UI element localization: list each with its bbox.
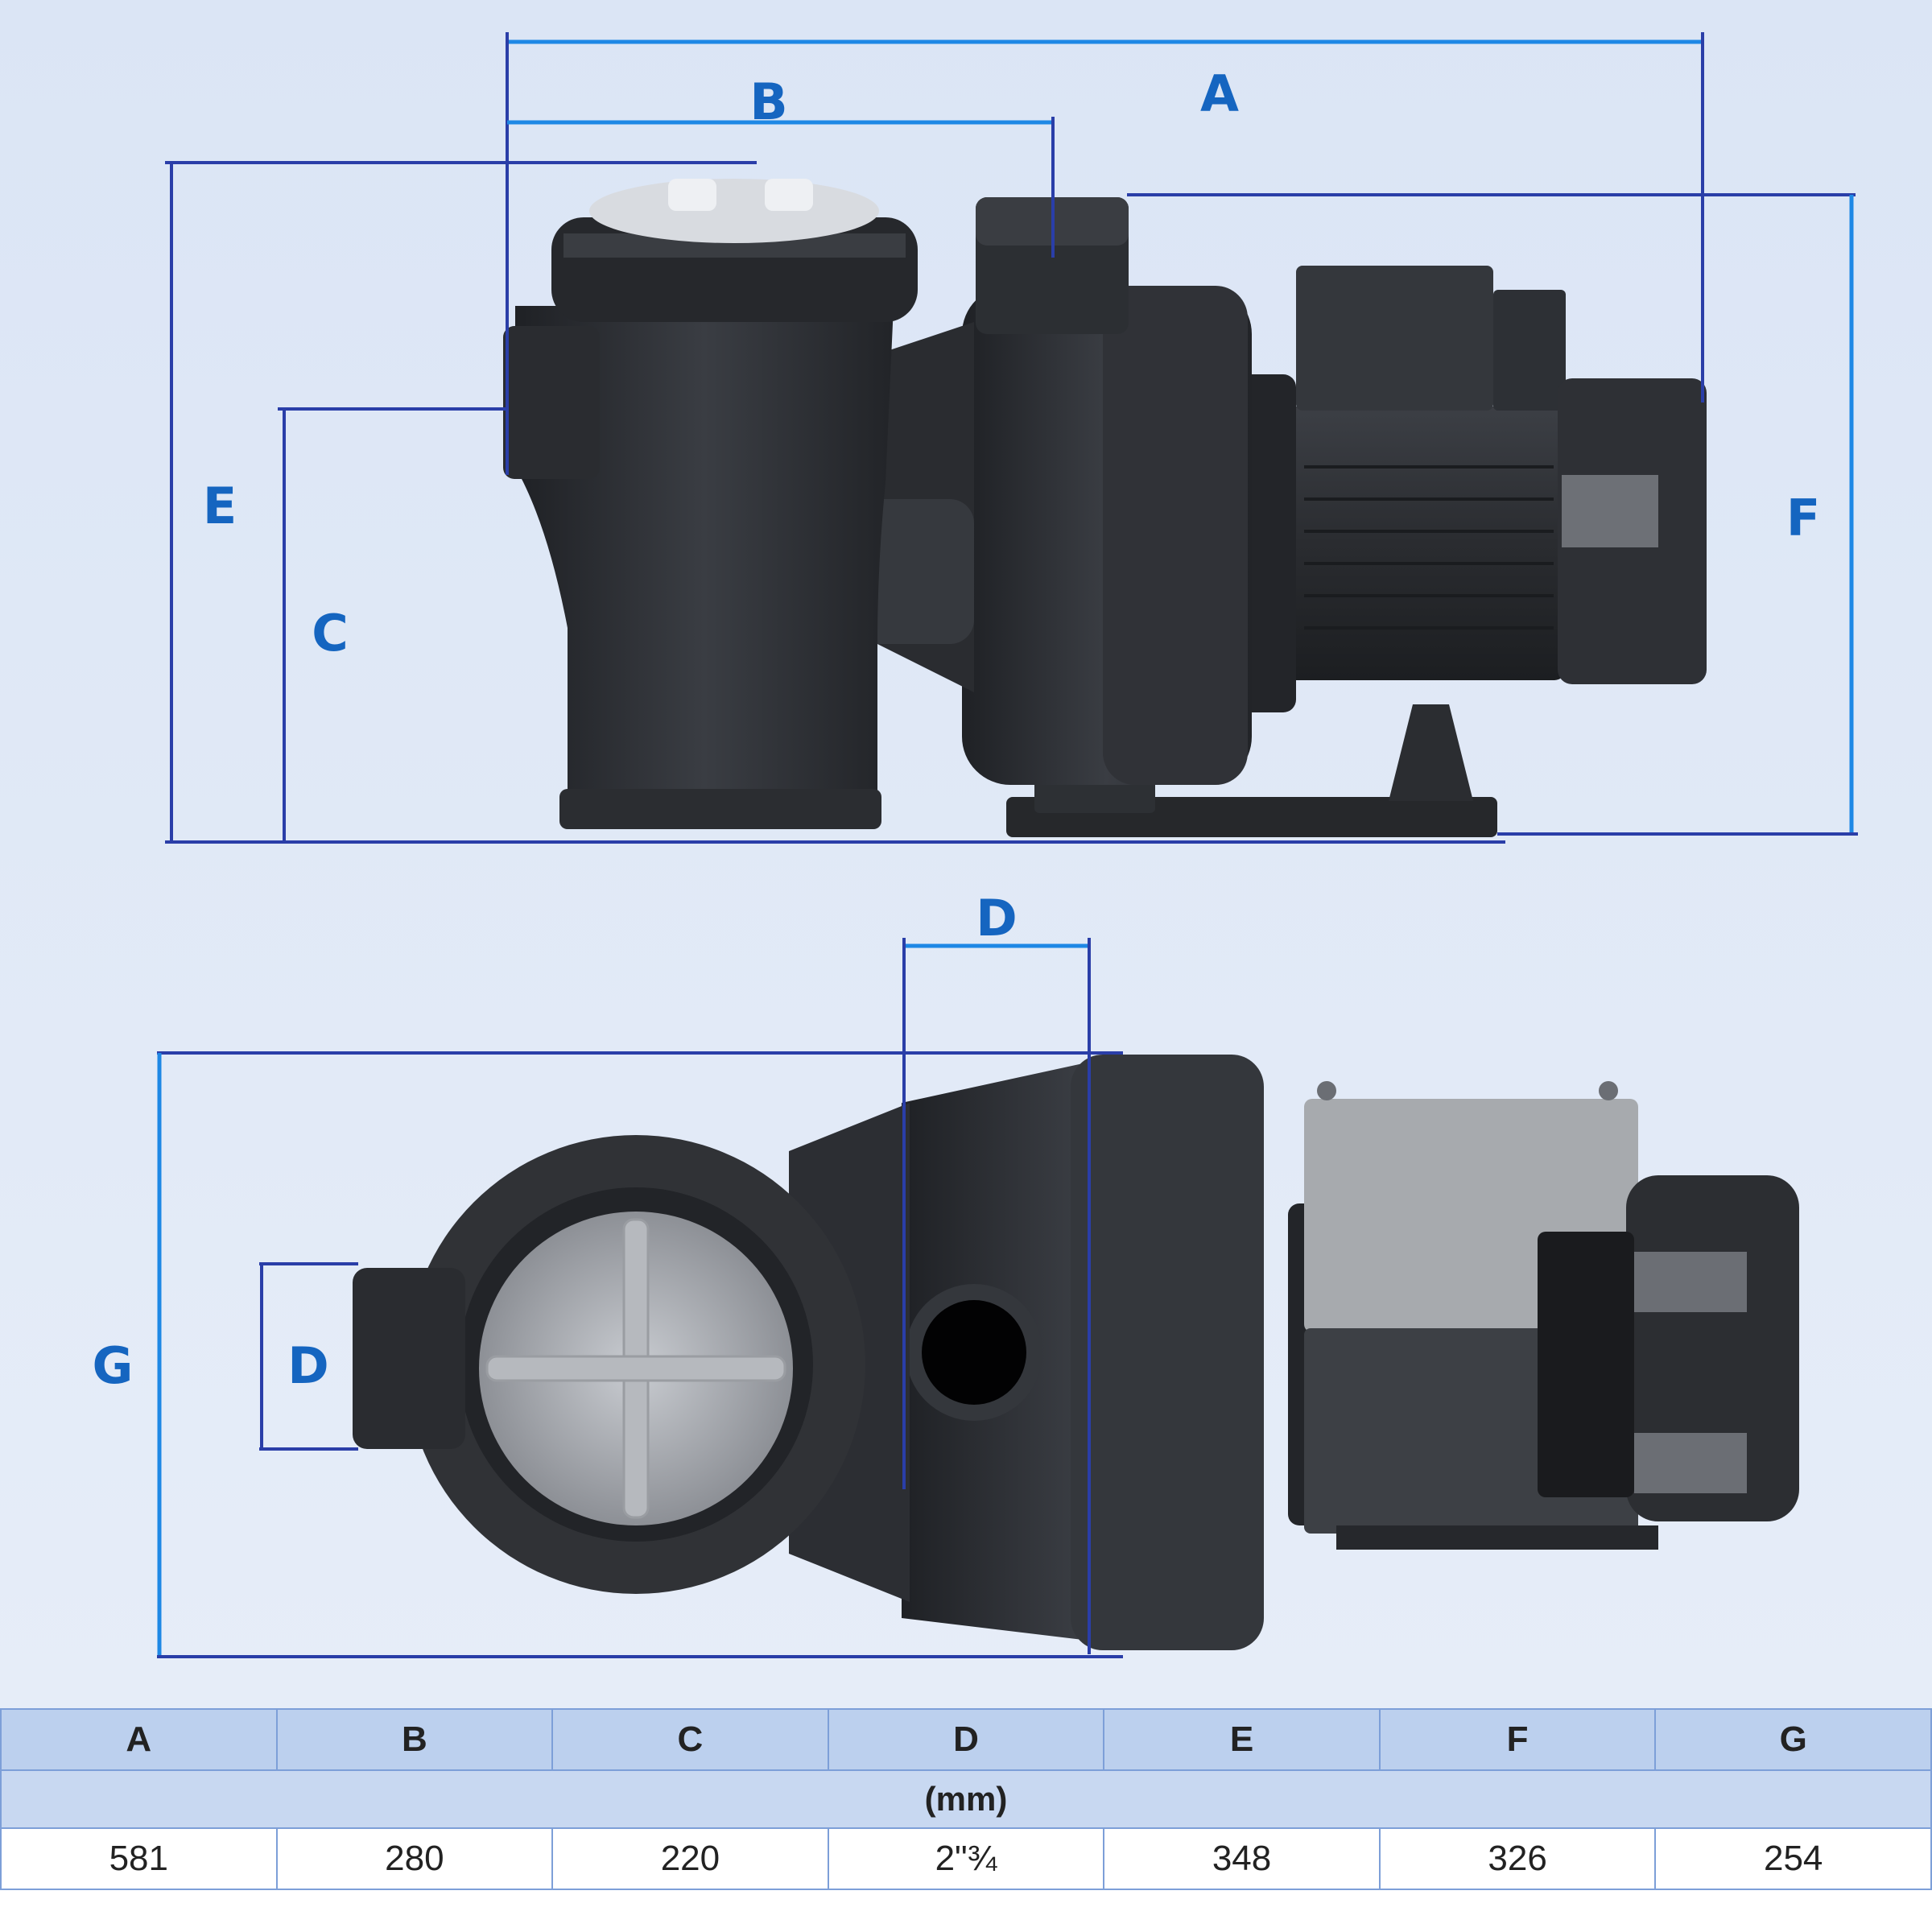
table-header-cell: E (1103, 1708, 1381, 1771)
table-row: 581 280 220 2"¾ 348 326 254 (0, 1827, 1932, 1890)
dimension-lines (157, 32, 1858, 1658)
drawing-canvas: A B E C F D G D (0, 0, 1932, 1708)
table-cell: 280 (275, 1827, 554, 1890)
dim-c-label: C (312, 604, 349, 663)
table-cell: 326 (1378, 1827, 1657, 1890)
table-header-cell: B (275, 1708, 554, 1771)
table-header-cell: C (551, 1708, 829, 1771)
table-header-row: A B C D E F G (0, 1708, 1932, 1771)
table-header-cell: D (827, 1708, 1105, 1771)
dim-d-top-label: D (976, 889, 1017, 947)
table-header-cell: G (1654, 1708, 1932, 1771)
pump-side-view-icon (503, 179, 1707, 837)
dim-f-label: F (1786, 489, 1820, 547)
table-cell: 581 (0, 1827, 278, 1890)
table-header-cell: F (1378, 1708, 1657, 1771)
table-cell: 348 (1103, 1827, 1381, 1890)
dim-g-label: G (93, 1336, 134, 1395)
table-cell: 2"¾ (827, 1827, 1105, 1890)
dimensions-table: A B C D E F G (mm) 581 280 220 2"¾ 348 3… (0, 1708, 1932, 1890)
dim-e-label: E (203, 477, 237, 535)
table-header-cell: A (0, 1708, 278, 1771)
table-unit-row: (mm) (0, 1769, 1932, 1829)
dim-d-side-label: D (287, 1336, 328, 1395)
table-cell: 220 (551, 1827, 829, 1890)
pump-top-view-icon (353, 1055, 1799, 1650)
dim-b-label: B (749, 72, 787, 131)
dim-a-label: A (1200, 64, 1239, 123)
table-cell: 254 (1654, 1827, 1932, 1890)
table-unit-cell: (mm) (0, 1769, 1932, 1829)
